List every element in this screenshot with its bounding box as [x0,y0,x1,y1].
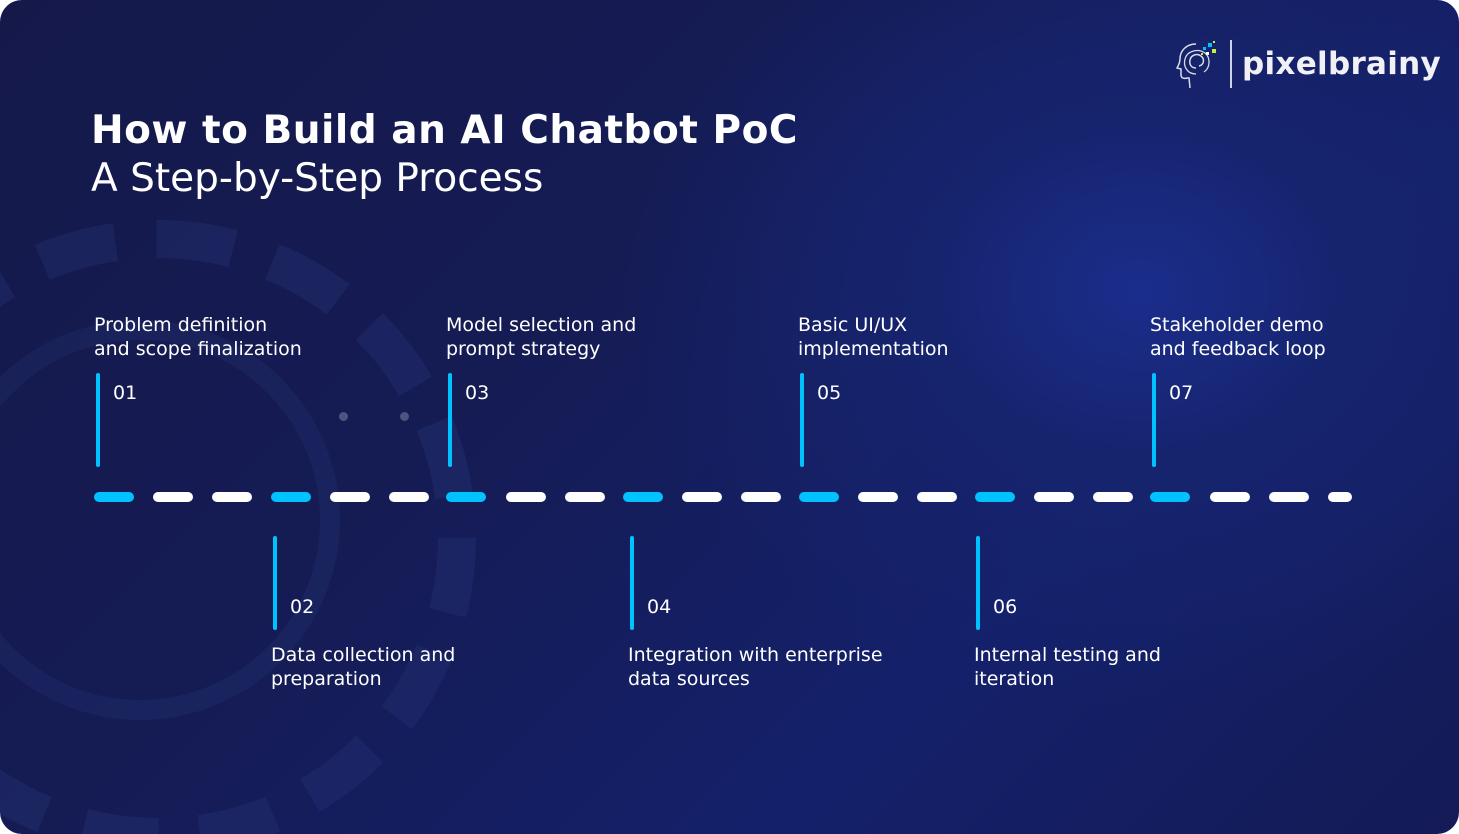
step-marker-bar [273,536,277,630]
step-label: Problem definition and scope finalizatio… [94,314,302,360]
step-number: 03 [465,382,490,404]
timeline-dash [1210,492,1250,502]
step-label: Data collection and preparation [271,644,456,690]
timeline-dash [506,492,546,502]
step-number: 07 [1169,382,1194,404]
decor-dot [400,412,409,421]
logo-divider [1230,40,1232,88]
brain-head-icon [1176,41,1216,89]
timeline-milestone-dash [446,492,486,502]
timeline-dash [565,492,605,502]
page-title: How to Build an AI Chatbot PoC [91,108,798,153]
timeline-dash [1328,492,1352,502]
timeline-dash [1093,492,1133,502]
step-number: 04 [647,596,672,618]
timeline-milestone-dash [975,492,1015,502]
pixelbrainy-logo: pixelbrainy [1176,38,1441,90]
step-number: 01 [113,382,138,404]
timeline-dash [153,492,193,502]
timeline-dash [389,492,429,502]
step-number: 06 [993,596,1018,618]
timeline-milestone-dash [623,492,663,502]
step-label: Internal testing and iteration [974,644,1161,690]
step-number: 02 [290,596,315,618]
timeline-dash [682,492,722,502]
timeline-dash [1034,492,1074,502]
step-marker-bar [448,373,452,467]
timeline-dash [212,492,252,502]
step-marker-bar [630,536,634,630]
step-number: 05 [817,382,842,404]
page-subtitle: A Step-by-Step Process [91,156,544,201]
step-label: Model selection and prompt strategy [446,314,637,360]
timeline-dash [858,492,898,502]
timeline-milestone-dash [271,492,311,502]
timeline-dash [1269,492,1309,502]
step-label: Integration with enterprise data sources [628,644,883,690]
step-marker-bar [976,536,980,630]
timeline-dash [917,492,957,502]
timeline-dash [330,492,370,502]
step-marker-bar [1152,373,1156,467]
logo-wordmark: pixelbrainy [1242,46,1442,82]
step-marker-bar [800,373,804,467]
step-marker-bar [96,373,100,467]
timeline-milestone-dash [94,492,134,502]
decor-dot [339,412,348,421]
timeline-milestone-dash [1150,492,1190,502]
step-label: Basic UI/UX implementation [798,314,949,360]
timeline-milestone-dash [799,492,839,502]
step-label: Stakeholder demo and feedback loop [1150,314,1326,360]
timeline-dash [741,492,781,502]
